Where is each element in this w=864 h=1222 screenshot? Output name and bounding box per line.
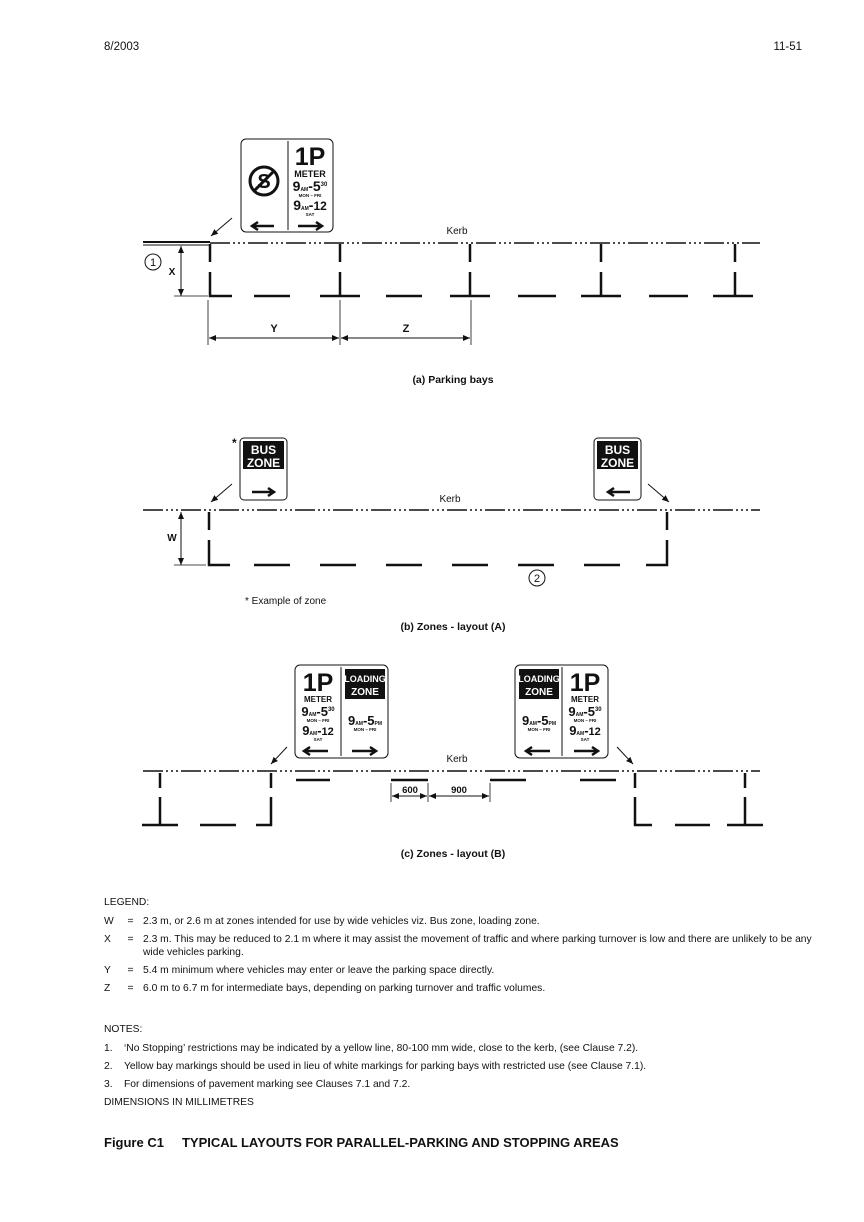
arrow-right-icon (574, 745, 601, 757)
sign-bus-zone-left: BUS ZONE (239, 437, 288, 501)
header-page-number: 11-51 (773, 41, 802, 53)
sign-days-2: SAT (306, 212, 315, 217)
dim-600-label: 600 (402, 785, 418, 796)
caption-c: (c) Zones - layout (B) (401, 848, 505, 860)
arrow-left-icon (301, 745, 328, 757)
svg-text:ZONE: ZONE (351, 687, 379, 698)
svg-text:9AM-530: 9AM-530 (301, 704, 335, 719)
svg-text:MON – FRI: MON – FRI (574, 718, 597, 723)
arrow-left-icon (249, 220, 274, 232)
caption-b: (b) Zones - layout (A) (401, 621, 506, 633)
svg-text:MON – FRI: MON – FRI (528, 727, 551, 732)
marker-1-label: 1 (150, 257, 156, 269)
svg-text:ZONE: ZONE (525, 687, 553, 698)
diagram-a-parking-bays: S 1P METER 9AM-530 MON – FRI 9AM-12 SAT … (143, 138, 760, 386)
dim-w-label: W (167, 533, 177, 544)
sign-no-stopping-1p-meter: S 1P METER 9AM-530 MON – FRI 9AM-12 SAT (240, 138, 334, 233)
svg-text:METER: METER (571, 695, 599, 704)
sign-1p-label: 1P (295, 143, 326, 171)
caption-a: (a) Parking bays (412, 374, 493, 386)
sign-meter-label: METER (294, 169, 326, 179)
note-item-3: 3.For dimensions of pavement marking see… (104, 1079, 411, 1090)
marker-1 (144, 253, 162, 271)
figure-caption: Figure C1 TYPICAL LAYOUTS FOR PARALLEL-PA… (104, 1135, 619, 1150)
svg-text:SAT: SAT (581, 737, 590, 742)
kerb-label-a: Kerb (446, 226, 468, 237)
arrow-right-icon (252, 486, 277, 498)
svg-text:1P: 1P (570, 669, 601, 697)
kerb-label-b: Kerb (439, 494, 461, 505)
diagram-b-zones-layout-a: * BUS ZONE BUS ZONE Kerb (143, 436, 760, 633)
svg-text:SAT: SAT (314, 737, 323, 742)
diagram-c-zones-layout-b: 1P METER 9AM-530 MON – FRI 9AM-12 SAT LO… (142, 664, 763, 860)
arrow-right-icon (352, 745, 379, 757)
sign-time-1: 9AM-530 (293, 178, 328, 194)
figure-diagrams: S 1P METER 9AM-530 MON – FRI 9AM-12 SAT … (142, 138, 763, 860)
notes: NOTES: 1.‘No Stopping’ restrictions may … (104, 1023, 814, 1109)
svg-text:9AM-12: 9AM-12 (569, 723, 601, 738)
legend-item-y: Y=5.4 m minimum where vehicles may enter… (104, 965, 495, 976)
marker-2 (528, 569, 546, 587)
svg-text:MON – FRI: MON – FRI (354, 727, 377, 732)
svg-text:1P: 1P (303, 669, 334, 697)
arrow-right-icon (298, 220, 325, 232)
dimensions-note: DIMENSIONS IN MILLIMETRES (104, 1097, 254, 1108)
dim-900-label: 900 (451, 785, 467, 796)
legend: LEGEND: W=2.3 m, or 2.6 m at zones inten… (104, 896, 814, 1000)
dim-z-label: Z (403, 323, 410, 335)
dim-y-label: Y (270, 323, 278, 335)
marker-2-label: 2 (534, 573, 540, 585)
legend-title: LEGEND: (104, 897, 150, 908)
svg-text:BUS: BUS (251, 443, 276, 457)
figure-label: Figure C1 (104, 1135, 164, 1150)
legend-item-w: W=2.3 m, or 2.6 m at zones intended for … (104, 916, 540, 927)
note-item-2: 2.Yellow bay markings should be used in … (104, 1061, 647, 1072)
svg-text:BUS: BUS (605, 443, 630, 457)
svg-text:9AM-12: 9AM-12 (302, 723, 334, 738)
sign-1p-loading-zone-left: 1P METER 9AM-530 MON – FRI 9AM-12 SAT LO… (294, 664, 389, 759)
note-item-1: 1.‘No Stopping’ restrictions may be indi… (104, 1043, 639, 1054)
legend-item-z: Z=6.0 m to 6.7 m for intermediate bays, … (104, 983, 546, 994)
svg-text:9AM-530: 9AM-530 (568, 704, 602, 719)
arrow-left-icon (523, 745, 550, 757)
example-note: * Example of zone (245, 596, 327, 607)
no-stopping-icon: S (248, 165, 280, 197)
arrow-left-icon (605, 486, 630, 498)
svg-text:METER: METER (304, 695, 332, 704)
svg-text:LOADING: LOADING (344, 674, 386, 684)
notes-title: NOTES: (104, 1024, 143, 1035)
asterisk-mark: * (232, 436, 237, 450)
dim-x-label: X (169, 267, 176, 278)
svg-text:ZONE: ZONE (601, 456, 634, 470)
svg-text:9AM-5PM: 9AM-5PM (522, 713, 556, 728)
header-date: 8/2003 (104, 41, 140, 53)
sign-loading-zone-1p-right: LOADING ZONE 9AM-5PM MON – FRI 1P METER … (514, 664, 609, 759)
sign-days-1: MON – FRI (299, 193, 322, 198)
svg-text:LOADING: LOADING (518, 674, 560, 684)
svg-text:9AM-5PM: 9AM-5PM (348, 713, 382, 728)
legend-item-x: X=2.3 m. This may be reduced to 2.1 m wh… (104, 934, 812, 958)
kerb-label-c: Kerb (446, 754, 468, 765)
sign-time-2: 9AM-12 (293, 197, 327, 213)
sign-bus-zone-right: BUS ZONE (593, 437, 642, 501)
figure-title: TYPICAL LAYOUTS FOR PARALLEL-PARKING AND… (181, 1135, 619, 1150)
svg-text:ZONE: ZONE (247, 456, 280, 470)
svg-text:MON – FRI: MON – FRI (307, 718, 330, 723)
